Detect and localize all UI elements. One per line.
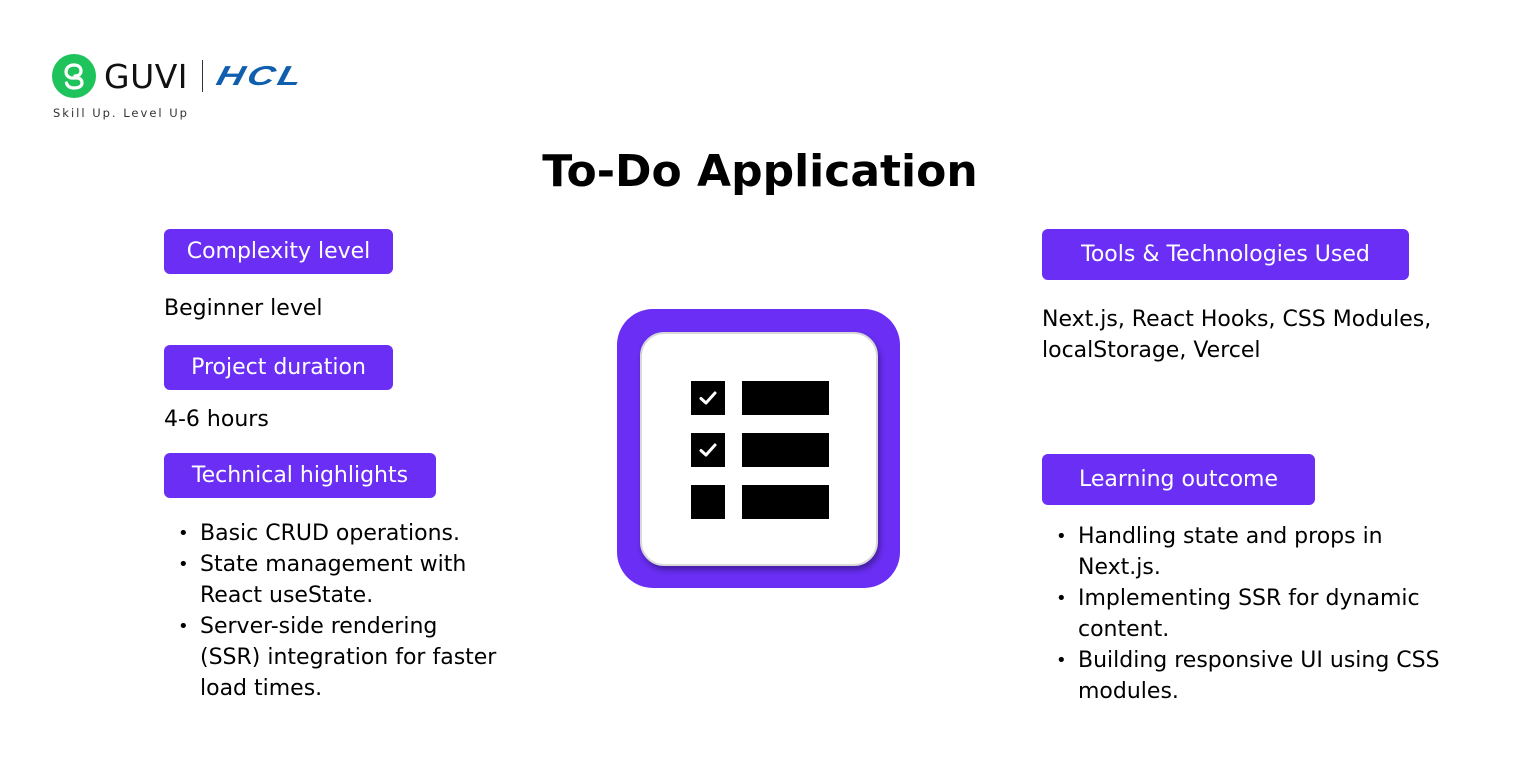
duration-label-pill: Project duration xyxy=(164,345,393,390)
checklist-row xyxy=(690,484,829,519)
duration-label: Project duration xyxy=(191,355,366,380)
list-item: State management with React useState. xyxy=(164,549,504,611)
logo-tagline: Skill Up. Level Up xyxy=(53,106,189,120)
outcome-label-pill: Learning outcome xyxy=(1042,454,1315,505)
logo-row: GUVI HCL xyxy=(52,54,308,98)
hcl-wordmark: HCL xyxy=(213,60,309,91)
tools-label: Tools & Technologies Used xyxy=(1081,242,1370,267)
checkbox-checked-icon xyxy=(690,380,725,415)
task-bar xyxy=(741,380,829,415)
complexity-label: Complexity level xyxy=(186,239,371,264)
list-item: Building responsive UI using CSS modules… xyxy=(1042,645,1462,707)
page-title: To-Do Application xyxy=(542,146,978,197)
guvi-logo-icon xyxy=(52,54,96,98)
outcome-label: Learning outcome xyxy=(1078,467,1279,492)
tools-label-pill: Tools & Technologies Used xyxy=(1042,229,1409,280)
checklist-card xyxy=(639,331,878,566)
list-item: Server-side rendering (SSR) integration … xyxy=(164,611,504,704)
complexity-label-pill: Complexity level xyxy=(164,229,393,274)
highlights-list: Basic CRUD operations. State management … xyxy=(164,518,504,704)
outcome-list: Handling state and props in Next.js. Imp… xyxy=(1042,521,1462,707)
duration-value: 4-6 hours xyxy=(164,407,269,432)
highlights-label: Technical highlights xyxy=(191,463,409,488)
todo-checklist-icon xyxy=(617,309,900,588)
checkbox-checked-icon xyxy=(690,432,725,467)
tools-value: Next.js, React Hooks, CSS Modules, local… xyxy=(1042,307,1432,363)
checklist-row xyxy=(690,380,829,415)
highlights-label-pill: Technical highlights xyxy=(164,453,436,498)
task-bar xyxy=(741,432,829,467)
list-item: Basic CRUD operations. xyxy=(164,518,504,549)
list-item: Handling state and props in Next.js. xyxy=(1042,521,1462,583)
checkbox-unchecked-icon xyxy=(690,484,725,519)
guvi-wordmark: GUVI xyxy=(104,56,189,96)
list-item: Implementing SSR for dynamic content. xyxy=(1042,583,1462,645)
complexity-value: Beginner level xyxy=(164,296,323,321)
checklist-row xyxy=(690,432,829,467)
brand-logo: GUVI HCL Skill Up. Level Up xyxy=(52,54,308,120)
logo-divider xyxy=(202,60,204,92)
task-bar xyxy=(741,484,829,519)
